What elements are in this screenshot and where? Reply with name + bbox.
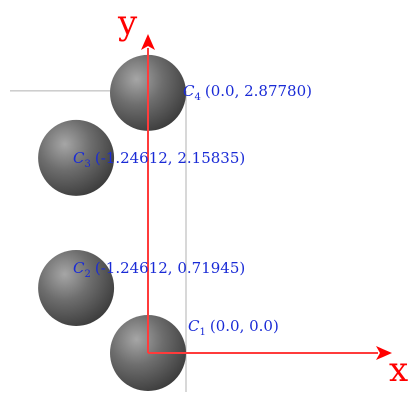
atom-label-c2: C2 (-1.24612, 0.71945) bbox=[73, 259, 245, 280]
atom-symbol: C bbox=[73, 259, 85, 277]
atom-symbol: C bbox=[183, 82, 195, 100]
atom-index: 4 bbox=[194, 92, 200, 103]
axes: x y bbox=[117, 3, 408, 390]
atom-sphere-c3 bbox=[38, 119, 115, 196]
atom-label-c4: C4 (0.0, 2.87780) bbox=[183, 82, 312, 103]
y-axis-arrowhead bbox=[141, 34, 155, 50]
atom-symbol: C bbox=[73, 149, 85, 167]
atom-index: 3 bbox=[84, 159, 90, 170]
y-axis-label: y bbox=[117, 3, 138, 43]
atom-coords: (-1.24612, 2.15835) bbox=[95, 149, 245, 167]
atom-symbol: C bbox=[188, 317, 200, 335]
atom-label-c3: C3 (-1.24612, 2.15835) bbox=[73, 149, 245, 170]
atom-coords: (0.0, 0.0) bbox=[210, 317, 279, 335]
atoms-layer bbox=[38, 54, 186, 391]
coordinate-labels: C1(0.0, 0.0)C2(-1.24612, 0.71945)C3(-1.2… bbox=[73, 82, 312, 338]
atom-index: 2 bbox=[84, 269, 90, 280]
x-axis-label: x bbox=[389, 350, 408, 390]
atom-index: 1 bbox=[199, 327, 205, 338]
atom-coords: (0.0, 2.87780) bbox=[205, 82, 312, 100]
x-axis-arrowhead bbox=[376, 346, 392, 360]
atom-sphere-c2 bbox=[38, 249, 115, 326]
atom-label-c1: C1 (0.0, 0.0) bbox=[188, 317, 279, 338]
atom-coords: (-1.24612, 0.71945) bbox=[95, 259, 245, 277]
